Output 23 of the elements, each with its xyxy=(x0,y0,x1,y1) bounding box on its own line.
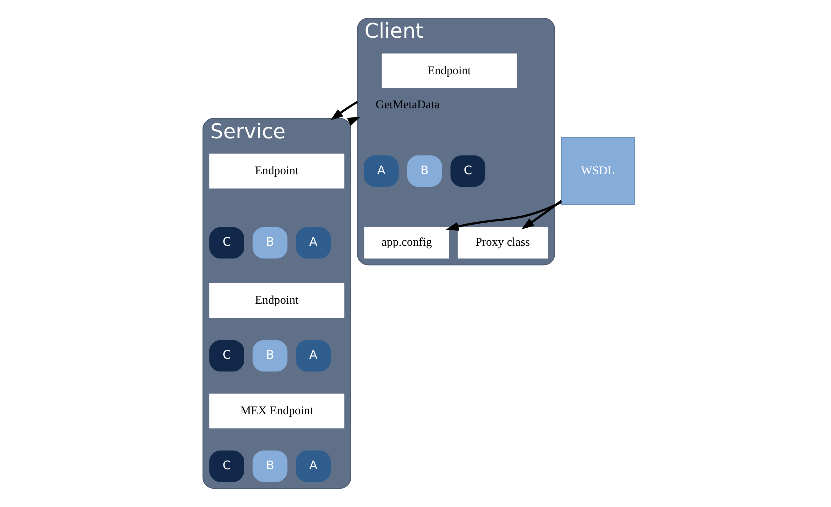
node-box: A xyxy=(296,227,331,259)
node-box: B xyxy=(252,340,288,372)
node-box: MEX Endpoint xyxy=(210,394,345,429)
node-box: Endpoint xyxy=(210,154,345,189)
node-box: Endpoint xyxy=(210,283,345,318)
edge-label: GetMetaData xyxy=(376,98,440,112)
arrow xyxy=(522,200,562,230)
node-box: Proxy class xyxy=(458,227,548,259)
node-box: B xyxy=(252,227,288,259)
arrow xyxy=(330,101,358,121)
node-box: C xyxy=(210,340,244,372)
node-box: A xyxy=(296,450,331,482)
node-box: C xyxy=(210,450,244,482)
node-box: app.config xyxy=(364,227,450,259)
arrow xyxy=(446,201,562,232)
node-box: Endpoint xyxy=(382,54,517,89)
node-box: C xyxy=(450,156,486,188)
node-box: C xyxy=(210,227,244,259)
node-box: WSDL xyxy=(561,137,636,206)
node-box: B xyxy=(252,450,288,482)
node-box: A xyxy=(296,340,331,372)
node-box: B xyxy=(407,156,442,188)
node-box: A xyxy=(364,156,399,188)
